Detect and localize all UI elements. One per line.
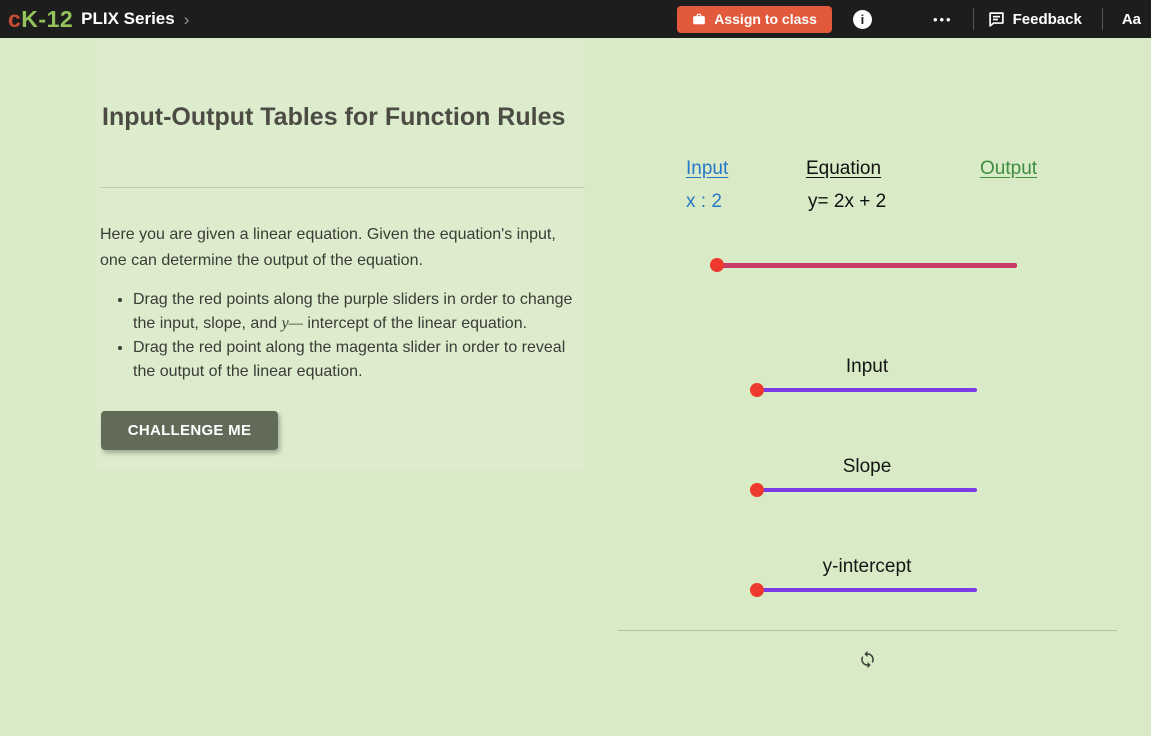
more-options-icon[interactable]: ••• [932,11,953,27]
column-header-input[interactable]: Input [686,158,729,179]
instruction-text: Drag the red points along the purple sli… [133,291,573,332]
output-slider-track[interactable] [717,263,1017,268]
input-value: x : 2 [686,191,722,212]
slope-slider-label: Slope [842,456,892,477]
briefcase-icon [692,12,706,26]
header-actions: Assign to class i ••• Feedback Aa [677,5,1141,33]
column-header-equation[interactable]: Equation [806,158,882,179]
column-header-output[interactable]: Output [980,158,1038,179]
instruction-item: Drag the red point along the magenta sli… [133,336,578,384]
info-icon[interactable]: i [852,9,872,29]
top-bar: cK-12 PLIX Series › Assign to class i ••… [0,0,1151,38]
breadcrumb-chevron-icon[interactable]: › [183,9,190,29]
header-divider [1101,8,1103,30]
instruction-text: intercept of the linear equation. [302,315,528,332]
instruction-item: Drag the red points along the purple sli… [133,288,578,336]
logo-k12: K-12 [21,5,74,32]
assign-to-class-button[interactable]: Assign to class [677,5,832,33]
feedback-icon [988,11,1005,28]
instruction-text: Drag the red point along the magenta sli… [133,339,566,380]
slope-slider-handle[interactable] [750,483,764,497]
title-divider [100,187,585,188]
equation-value: y= 2x + 2 [808,191,887,212]
intro-paragraph: Here you are given a linear equation. Gi… [100,226,556,269]
page-title: Input-Output Tables for Function Rules [102,103,566,131]
feedback-button[interactable]: Feedback [988,11,1082,28]
reset-button[interactable] [853,645,881,673]
instruction-italic: y— [281,315,303,332]
instruction-list: Drag the red points along the purple sli… [100,288,578,384]
header-divider [972,8,974,30]
plix-content: Input-Output Tables for Function Rules H… [0,38,1151,736]
y-intercept-slider-label: y-intercept [822,556,912,577]
app-title: PLIX Series [81,9,175,28]
widget-divider [618,630,1117,631]
y-intercept-slider-handle[interactable] [750,583,764,597]
input-slider-label: Input [845,356,889,377]
output-slider-handle[interactable] [710,258,724,272]
refresh-icon [858,650,877,669]
input-slider-track[interactable] [757,388,977,392]
text-size-button[interactable]: Aa [1121,10,1141,28]
ck12-logo[interactable]: cK-12 [8,6,73,33]
y-intercept-slider-track[interactable] [757,588,977,592]
logo-c: c [8,5,22,32]
feedback-label: Feedback [1012,10,1082,28]
challenge-me-button[interactable]: CHALLENGE ME [101,411,278,450]
article-panel [95,38,585,470]
input-slider-handle[interactable] [750,383,764,397]
assign-to-class-label: Assign to class [714,11,817,27]
slope-slider-track[interactable] [757,488,977,492]
